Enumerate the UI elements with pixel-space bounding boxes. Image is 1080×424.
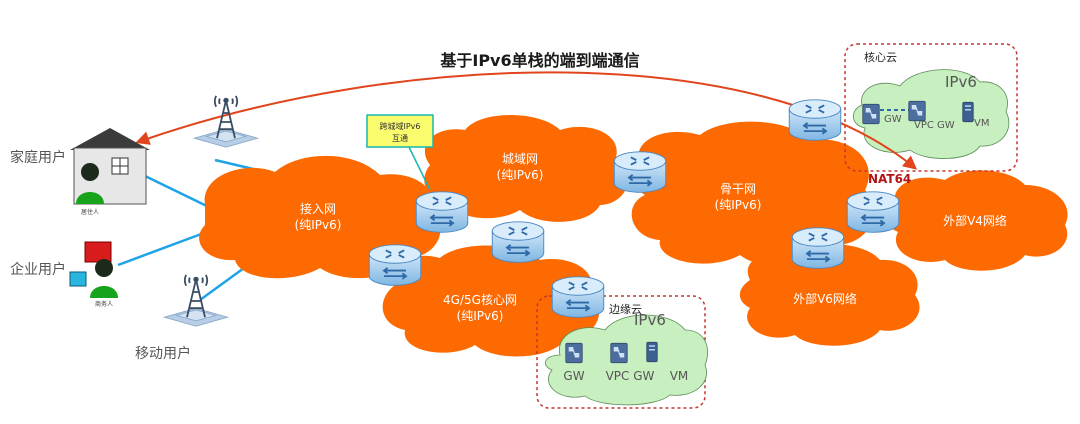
access-network-sub: (纯IPv6) [295, 218, 342, 232]
external-v6-name: 外部V6网络 [793, 291, 857, 306]
home-person-icon [76, 163, 104, 204]
backbone-network-sub: (纯IPv6) [715, 198, 762, 212]
edge-cloud-title: 边缘云 [609, 303, 642, 316]
router-access-metro [415, 190, 469, 234]
metro-network-name: 城域网 [502, 152, 538, 166]
edge-vm-icon [646, 341, 658, 363]
core-vpc-gw-label: VPC GW [914, 120, 955, 131]
core-gw-icon [862, 103, 880, 125]
label-mobile-user: 移动用户 [135, 345, 191, 362]
access-network-name: 接入网 [300, 201, 336, 216]
core-vm-icon [962, 101, 974, 123]
router-nat64 [846, 190, 900, 234]
core-cloud-title: 核心云 [864, 50, 897, 64]
label-home-person: 居住人 [81, 208, 99, 216]
external-v4-name: 外部V4网络 [943, 213, 1007, 228]
backbone-network-name: 骨干网 [720, 182, 756, 196]
core-vpc-gw-icon [908, 100, 926, 122]
edge-vpc-gw-label: VPC GW [606, 369, 655, 383]
core-cloud-boundary [844, 43, 1018, 172]
core-vm-label: VM [974, 118, 989, 129]
core4g5g-network-name: 4G/5G核心网 [443, 293, 517, 307]
callout-line1: 跨城域IPv6 [379, 121, 420, 131]
cloud-4g5g-core [382, 245, 600, 357]
callout-line2: 互通 [392, 133, 408, 143]
label-home-user: 家庭用户 [10, 149, 66, 166]
diagram-title: 基于IPv6单栈的端到端通信 [439, 51, 639, 70]
label-enterprise-user: 企业用户 [10, 261, 66, 278]
core-cloud-ipv6: IPv6 [945, 73, 977, 91]
router-edge-cloud [551, 275, 605, 319]
callout-cross-metro [366, 114, 434, 191]
enterprise-person-icon [69, 241, 118, 298]
core4g5g-network-sub: (纯IPv6) [457, 309, 504, 323]
cloud-external-v4 [885, 170, 1068, 271]
home-building-icon [70, 128, 150, 205]
metro-network-sub: (纯IPv6) [497, 168, 544, 182]
router-external-v6 [791, 226, 845, 270]
cell-tower-bottom-icon [163, 273, 229, 328]
edge-vpc-gw-icon [610, 342, 628, 364]
edge-gw-icon [565, 342, 583, 364]
cloud-external-v6 [739, 244, 920, 346]
router-metro-backbone [613, 150, 667, 194]
label-enterprise-person: 商务人 [95, 300, 113, 308]
edge-cloud-ipv6: IPv6 [634, 311, 666, 329]
router-access-core [368, 243, 422, 287]
edge-vm-label: VM [670, 369, 689, 383]
router-core-metro [491, 220, 545, 264]
core-gw-label: GW [884, 114, 902, 125]
nat64-label: NAT64 [868, 172, 911, 186]
edge-gw-label: GW [563, 369, 584, 383]
router-core-cloud [788, 98, 842, 142]
